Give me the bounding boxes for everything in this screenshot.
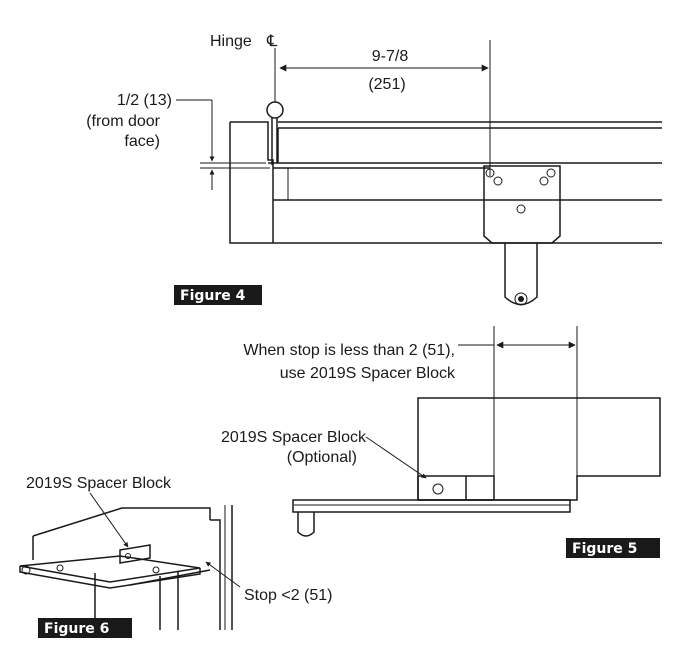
- iso-spacer-block: [119, 544, 151, 564]
- hinge-leaf: [271, 118, 278, 165]
- iso-spacer-label: 2019S Spacer Block: [26, 475, 172, 492]
- bracket-screw-4: [546, 168, 556, 178]
- figure-5: When stop is less than 2 (51), use 2019S…: [221, 326, 661, 558]
- figure-6-caption: Figure 6: [38, 618, 132, 638]
- arm-pivot-center: [518, 296, 524, 302]
- iso-spacer-leader: [89, 492, 129, 548]
- closer-bracket: [483, 165, 561, 244]
- door-frame: [229, 121, 662, 244]
- dim-half-note-1: (from door: [86, 113, 160, 130]
- closer-arm-stud: [297, 512, 315, 537]
- iso-stop-label: Stop <2 (51): [244, 587, 333, 604]
- figure-4-caption: Figure 4: [174, 285, 262, 305]
- dim-9-7-8-label: 9-7/8: [372, 48, 409, 65]
- spacer-callout-2: (Optional): [287, 449, 357, 466]
- hinge-knuckle: [266, 101, 284, 119]
- spacer-block: [417, 475, 495, 501]
- iso-closer-plate-edge: [19, 566, 201, 589]
- arm-pivot: [514, 292, 528, 306]
- bracket-screw-1: [485, 168, 495, 178]
- dim-half-note-2: face): [124, 133, 160, 150]
- bracket-screw-5: [516, 204, 526, 214]
- closer-plate: [292, 499, 571, 513]
- frame-header: [417, 397, 661, 501]
- spacer-leader: [365, 436, 427, 479]
- iso-arm-stud: [21, 565, 31, 575]
- hinge-centerline-symbol: ℄: [266, 33, 278, 50]
- spacer-note-line-2: use 2019S Spacer Block: [280, 365, 456, 382]
- hinge-label: Hinge: [210, 33, 252, 50]
- figure-6: 2019S Spacer Block Stop <2 (51) Figure 6: [19, 475, 333, 638]
- iso-frame: [32, 505, 233, 630]
- bracket-screw-2: [493, 176, 503, 186]
- figure-5-caption-text: Figure 5: [572, 541, 637, 557]
- figure-4: Hinge ℄ 9-7/8 (251) 1/2 (13) (from door …: [86, 33, 662, 306]
- iso-spacer-screw: [125, 553, 131, 559]
- spacer-block-screw: [432, 483, 444, 495]
- figure-5-caption: Figure 5: [566, 538, 660, 558]
- dim-251-label: (251): [368, 76, 405, 93]
- iso-plate-hole-2: [152, 566, 160, 574]
- spacer-note-line-1: When stop is less than 2 (51),: [243, 342, 455, 359]
- door-panel: [268, 121, 662, 169]
- bracket-screw-3: [539, 176, 549, 186]
- closer-arm: [504, 243, 538, 306]
- figure-4-caption-text: Figure 4: [180, 288, 246, 304]
- dim-half-label: 1/2 (13): [117, 92, 172, 109]
- spacer-callout-1: 2019S Spacer Block: [221, 429, 367, 446]
- iso-plate-hole-1: [56, 564, 64, 572]
- figure-6-caption-text: Figure 6: [44, 621, 109, 637]
- iso-stop-leader: [205, 561, 241, 588]
